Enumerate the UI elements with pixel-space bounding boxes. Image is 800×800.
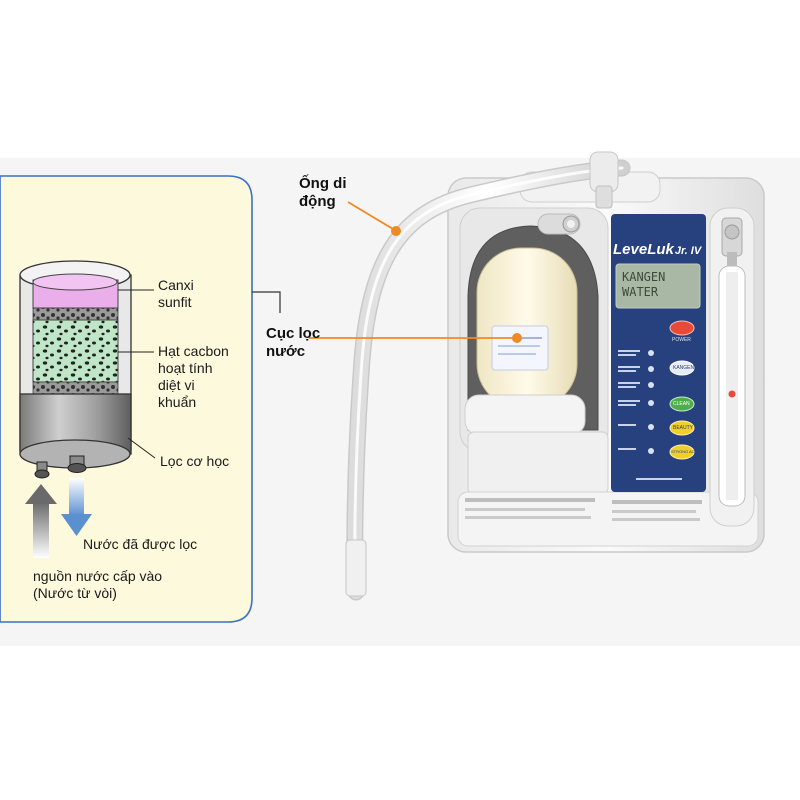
water-ionizer-device [447,171,765,553]
power-button [669,320,695,336]
label-mechanical-filter: Lọc cơ học [160,453,230,469]
filter-cartridge-illustration [19,260,132,479]
clean-button [669,396,695,412]
inflow-arrow [25,484,57,558]
label-filtered-water: Nước đã được lọc [83,536,198,552]
flow-indicator [728,390,736,398]
panel-connector-line [252,291,281,313]
label-activated-carbon: Hạt cacbon hoạt tính diệt vi khuẩn [158,343,229,410]
callout-filter [309,333,522,343]
lcd-text: KANGEN WATER [622,270,666,299]
label-calcium-sulfite: Canxi sunfit [158,277,194,310]
device-brand: LeveLukJr. IV [613,241,702,258]
callout-hose [347,201,401,236]
kangen-button [669,360,695,376]
beauty-button [669,420,695,436]
label-source-water: nguồn nước cấp vào (Nước từ vòi) [33,568,163,601]
movable-hose [345,151,631,601]
kangen-button-label: KANGEN [673,365,695,371]
label-filter-unit: Cục lọc nước [266,325,321,360]
beauty-button-label: BEAUTY [673,425,694,431]
activated-carbon-layer [32,319,119,383]
strong-acidic-button [669,444,695,460]
strong-acidic-button-label: STRONG ACIDIC [671,449,703,454]
leader-mechanical-filter [127,437,156,459]
hose-outlet [345,539,367,597]
label-movable-hose: Ống di động [299,175,347,210]
lcd-display [615,263,701,309]
clean-button-label: CLEAN [673,401,690,407]
power-button-label: POWER [672,337,691,343]
outflow-arrow [61,478,92,536]
